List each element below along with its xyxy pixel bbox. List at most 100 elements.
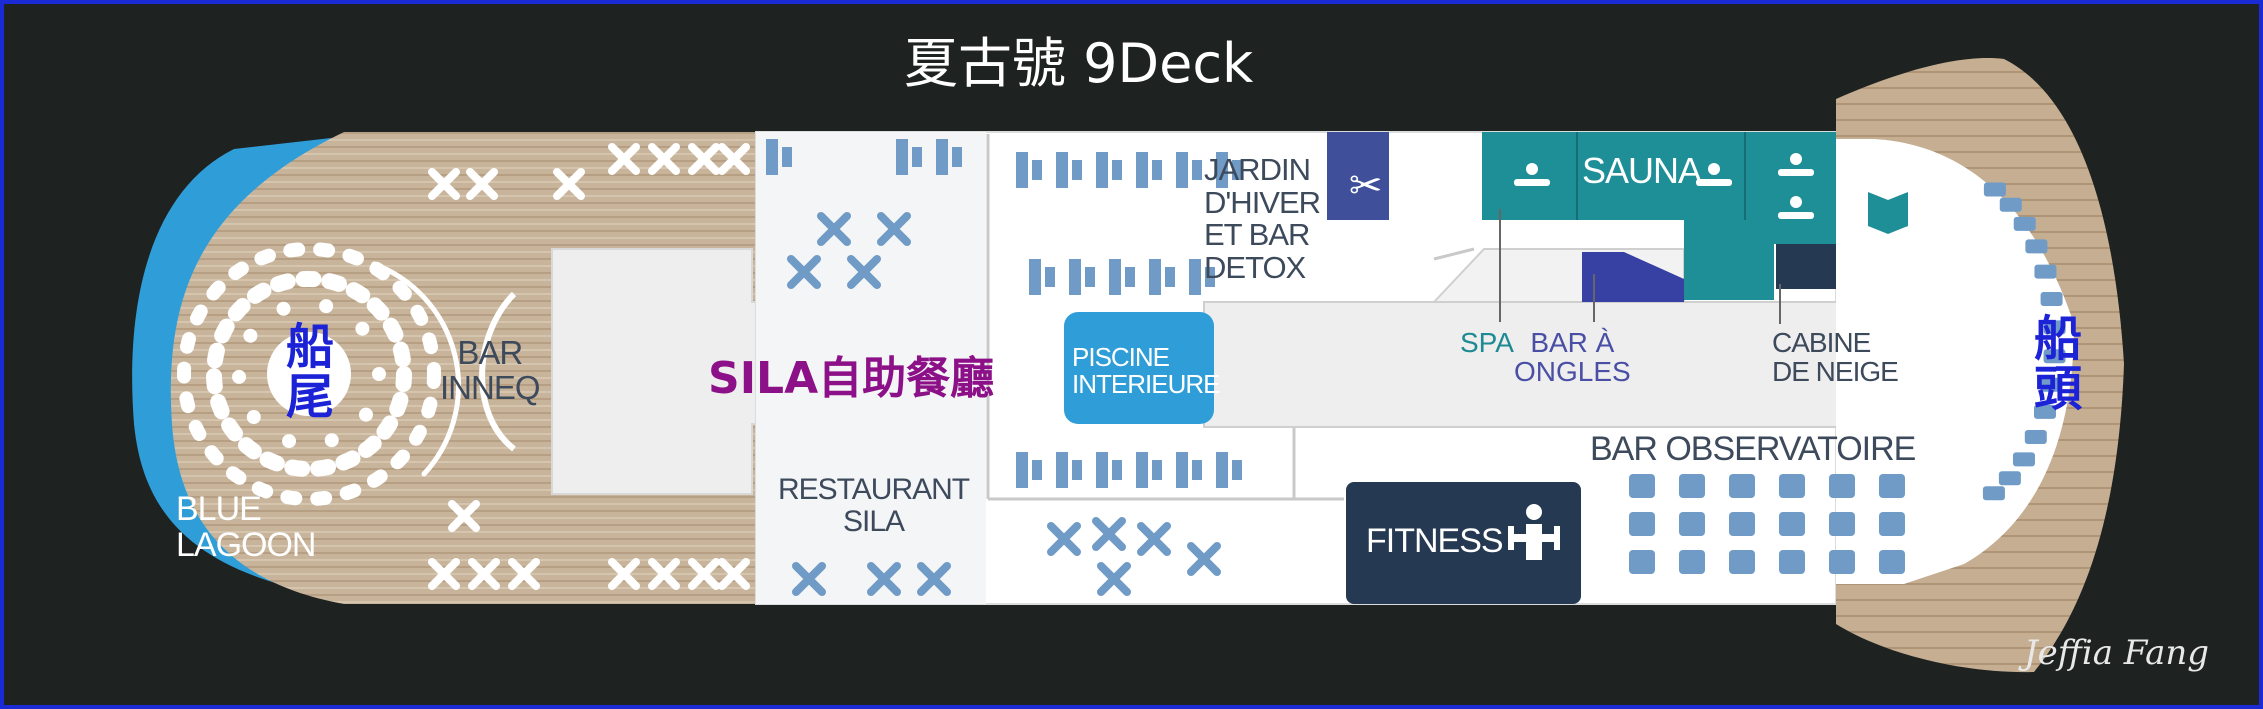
bow-seat [1982, 486, 2005, 501]
bow-seat [2040, 377, 2063, 392]
chair-block [1032, 460, 1042, 480]
fitness-icon [1508, 504, 1560, 560]
label-bar-observatoire: BAR OBSERVATOIRE [1590, 430, 1916, 468]
bow-label: 船 頭 [2034, 311, 2083, 418]
chair-block [1112, 160, 1122, 180]
restaurant-zone [756, 132, 986, 604]
restaurant-table [1187, 542, 1221, 576]
bow-seat [2034, 264, 2057, 279]
svg-text:✂: ✂ [1349, 163, 1383, 209]
restaurant-table [1137, 522, 1171, 556]
deck-table [648, 558, 680, 590]
chair-block [1192, 460, 1202, 480]
lounge-seat [358, 407, 373, 422]
lounge-chair [1779, 474, 1805, 498]
lounge-chair [1679, 512, 1705, 536]
chair-block [1125, 267, 1135, 287]
furniture-layer [232, 139, 2066, 596]
chair-block [1152, 460, 1162, 480]
chair-block [1096, 152, 1108, 188]
bow-seat [2013, 216, 2036, 231]
bow-seat [2043, 320, 2066, 335]
label-bar-inneq: BAR INNEQ [440, 334, 541, 406]
lounge-seat [372, 367, 386, 381]
chair-block [1176, 152, 1188, 188]
chair-block [936, 139, 948, 175]
label-piscine: PISCINE INTERIEURE [1072, 342, 1220, 400]
deck-table [448, 500, 480, 532]
deck-table [428, 168, 460, 200]
label-spa: SPA [1460, 327, 1514, 358]
chair-block [1032, 160, 1042, 180]
chair-block [1205, 267, 1215, 287]
library-icon [1868, 192, 1908, 234]
lounge-chair [1879, 474, 1905, 498]
lounge-chair [1629, 512, 1655, 536]
bar-inneq-curve [479, 291, 517, 452]
lounge-seat [276, 301, 291, 316]
deck-table [688, 143, 720, 175]
chair-block [766, 139, 778, 175]
label-sauna: SAUNA [1582, 150, 1702, 191]
chair-block [1016, 152, 1028, 188]
page-title: 夏古號 9Deck [904, 32, 1254, 95]
label-restaurant-sila: RESTAURANT SILA [778, 473, 970, 538]
label-jardin: JARDIN D'HIVER ET BAR DETOX [1204, 152, 1321, 285]
lounge-chair [1879, 550, 1905, 574]
deck-table [648, 143, 680, 175]
signature: Jeffia Fang [2024, 633, 2210, 673]
lounge-chair [1629, 474, 1655, 498]
lounge-seat [243, 328, 258, 343]
bow-seat [2033, 404, 2056, 419]
lounge-chair [1679, 550, 1705, 574]
chair-block [1136, 452, 1148, 488]
restaurant-table [917, 562, 951, 596]
chair-block [1216, 152, 1228, 188]
stern-label: 船 尾 [286, 319, 335, 426]
lounge-seat [355, 321, 370, 336]
lounge-seat [232, 369, 247, 384]
restaurant-table [817, 212, 851, 246]
bow-seat [1983, 182, 2006, 197]
restaurant-table [877, 212, 911, 246]
restaurant-table [1047, 522, 1081, 556]
restaurant-table [847, 255, 881, 289]
restaurant-table [1097, 562, 1131, 596]
bow-seat [2043, 349, 2066, 364]
restaurant-table [867, 562, 901, 596]
chair-block [1176, 452, 1188, 488]
label-fitness: FITNESS [1366, 522, 1504, 560]
chair-block [912, 147, 922, 167]
lounge-chair [1879, 512, 1905, 536]
bow-seat [2040, 291, 2063, 306]
chair-block [1232, 160, 1242, 180]
chair-block [1096, 452, 1108, 488]
lounge-seat [319, 299, 334, 314]
chair-block [782, 147, 792, 167]
label-blue-lagoon: BLUE LAGOON [176, 490, 316, 564]
chair-block [1045, 267, 1055, 287]
lounge-seat [246, 410, 261, 425]
chair-block [1072, 160, 1082, 180]
lounge-chair [1629, 550, 1655, 574]
chair-block [1016, 452, 1028, 488]
chair-block [1192, 160, 1202, 180]
jardin-service-block [1327, 132, 1389, 220]
deck-table [428, 558, 460, 590]
label-cabine-neige: CABINE DE NEIGE [1772, 327, 1899, 388]
deck-table [718, 558, 750, 590]
chair-block [1029, 259, 1041, 295]
lounge-seat [324, 433, 339, 448]
restaurant-table [1092, 517, 1126, 551]
chair-block [1072, 460, 1082, 480]
deck-table [553, 168, 585, 200]
chair-block [1056, 452, 1068, 488]
lounge-chair [1779, 512, 1805, 536]
chair-block [1056, 152, 1068, 188]
sauna-room [1684, 220, 1774, 300]
deck-table [508, 558, 540, 590]
lounge-chair [1829, 474, 1855, 498]
lounge-chair [1729, 550, 1755, 574]
deck-table [468, 558, 500, 590]
deck-table [608, 143, 640, 175]
